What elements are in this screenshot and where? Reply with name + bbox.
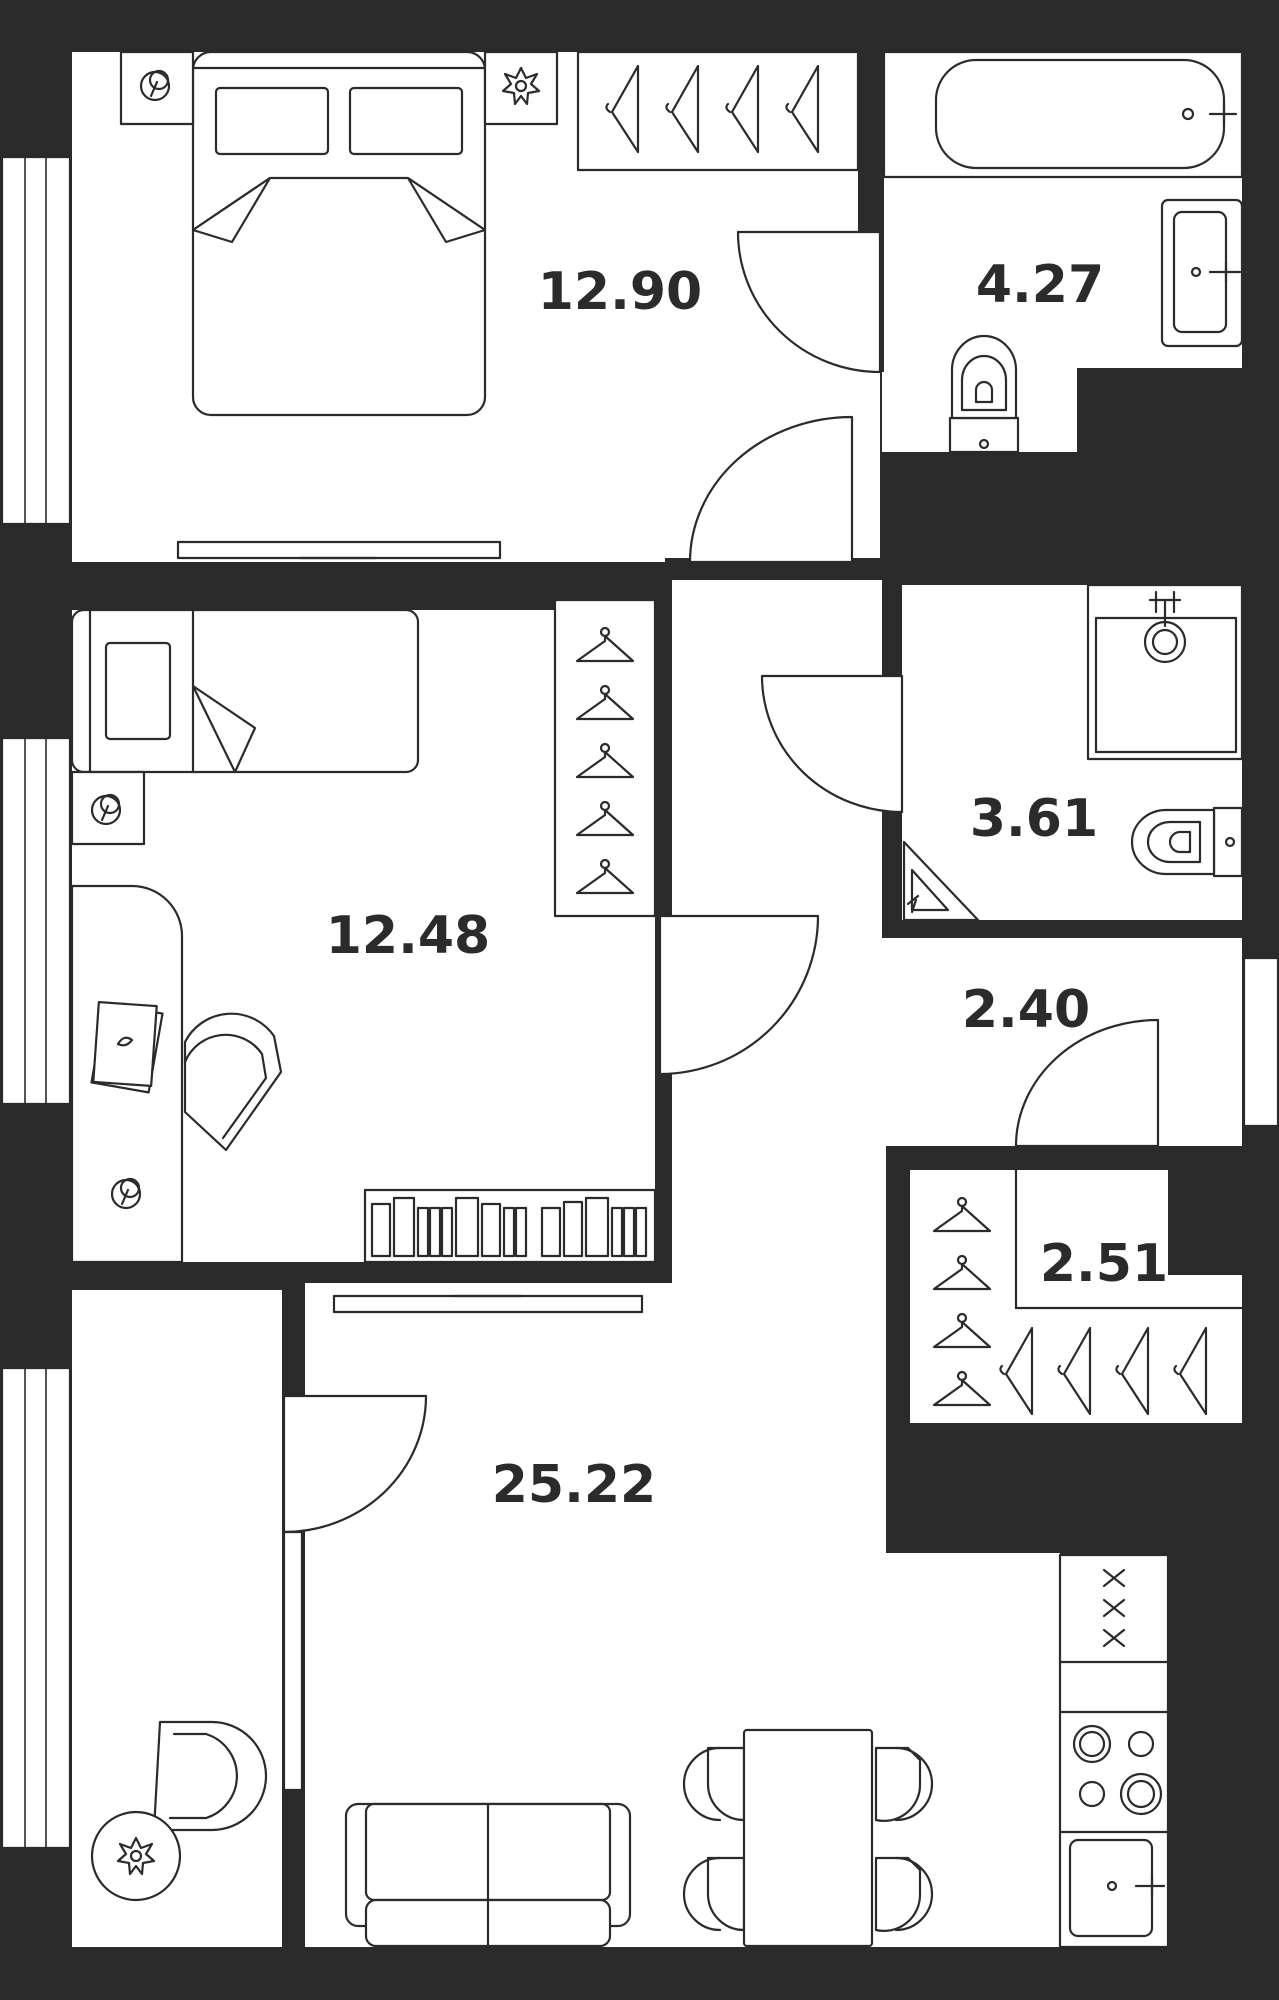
area-labels: 12.90 4.27 12.48 3.61 2.40 2.51 25.22 [326,255,1168,1515]
toilet-icon [1130,806,1244,878]
room-area-label-toilet: 3.61 [970,789,1098,849]
sink-icon [1160,198,1244,348]
bookshelf-icon [363,1188,657,1264]
plant-pot [90,1810,182,1902]
doors [282,230,1244,1792]
nightstand-left [119,50,195,126]
toilet-icon [948,334,1020,454]
room-area-label-hall: 2.40 [962,980,1090,1040]
door-icon [1014,1018,1244,1310]
corner-sink-icon [902,840,980,922]
chair-icon [183,1012,283,1152]
door-icon [688,415,854,564]
nightstand-right [483,50,559,126]
windows [0,155,1279,1850]
living-kitchen [90,1294,1170,1949]
dining-table-icon [682,1728,934,1948]
room-area-label-bathroom: 4.27 [976,255,1104,315]
door-icon [282,1394,428,1792]
hood-icon [1102,1568,1126,1648]
kitchen-counter [1058,1553,1170,1949]
toilet-room [902,583,1244,922]
room-area-label-bedroom-2: 12.48 [326,906,490,966]
bathtub-icon [882,50,1244,179]
bed-icon [191,50,487,417]
window-icon [0,736,72,1106]
bedroom-2 [70,598,657,1264]
desk-icon [70,884,184,1264]
hall-corridor-floor [305,580,1242,1947]
tv-stand [176,540,502,560]
stove-icon [1072,1724,1163,1816]
door-icon [736,230,882,374]
room-area-label-bedroom-1: 12.90 [538,262,702,322]
armchair-icon [152,1720,268,1832]
bedroom-1 [119,50,860,560]
door-icon [760,674,904,814]
sofa-icon [344,1802,632,1948]
wardrobe-room-floor [910,1170,1242,1423]
wardrobe [553,598,657,918]
door-icon [658,914,820,1076]
wardrobe [576,50,860,172]
bathroom [882,50,1244,454]
window-icon [0,1366,72,1850]
bed-icon [70,608,420,774]
tv-stand [332,1294,644,1314]
window-icon [0,155,72,526]
room-area-label-living-kitchen: 25.22 [492,1455,656,1515]
window-icon [1242,956,1279,1128]
nightstand [70,770,146,846]
sink-icon [1068,1838,1166,1938]
room-area-label-wardrobe-room: 2.51 [1040,1234,1168,1294]
shower-icon [1086,583,1244,761]
